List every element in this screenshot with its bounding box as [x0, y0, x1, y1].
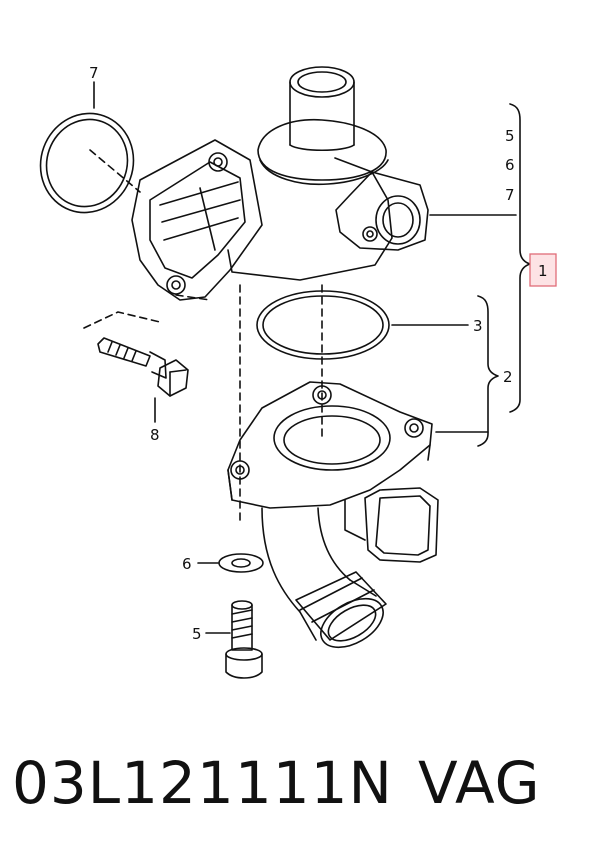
callout-7-top: 7: [89, 64, 99, 82]
bolt-8: [97, 337, 189, 397]
exploded-parts-diagram: 7 5 6 7 1 3 2 8 6 5: [39, 64, 557, 679]
brand-name: VAG: [418, 749, 541, 817]
thermostat-housing-lower: [227, 381, 439, 649]
callout-1: 1: [538, 262, 548, 280]
bolt-5: [225, 600, 263, 679]
callout-5-right: 5: [505, 127, 515, 145]
thermostat-housing-upper: [131, 66, 429, 301]
callout-2: 2: [503, 368, 513, 386]
callout-7-right: 7: [505, 186, 515, 204]
washer-6: [218, 553, 264, 573]
callout-1-highlight: [529, 253, 557, 287]
callout-8: 8: [150, 426, 160, 444]
o-ring-middle: [256, 290, 390, 360]
part-number: 03L121111N: [12, 749, 393, 817]
axis-dash-o-ring: [89, 149, 141, 193]
bracket-1: [509, 103, 531, 413]
callout-6-right: 6: [505, 156, 515, 174]
bracket-2: [477, 295, 499, 447]
callout-6-left: 6: [182, 555, 192, 573]
caption: 03L121111N VAG: [0, 735, 600, 845]
o-ring-top-left: [39, 112, 135, 214]
callout-3: 3: [473, 317, 483, 335]
callout-5-left: 5: [192, 625, 202, 643]
